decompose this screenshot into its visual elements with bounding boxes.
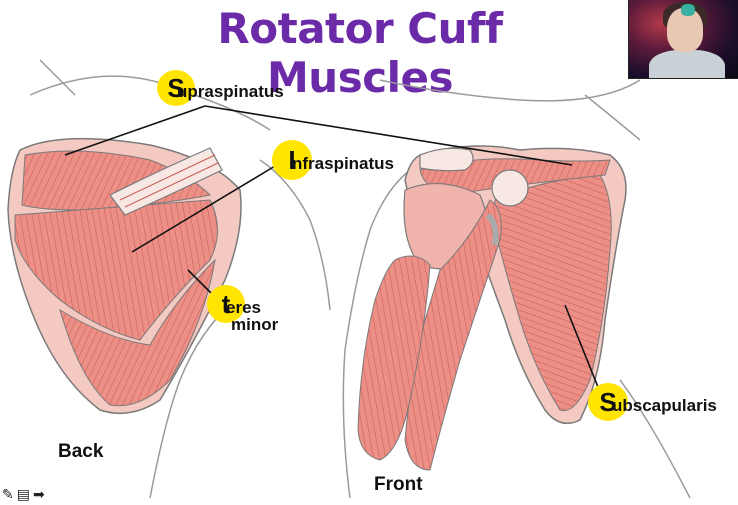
label-infraspinatus: Infraspinatus [272, 140, 394, 180]
label-text-line2: minor [231, 315, 278, 335]
caption-front: Front [374, 474, 423, 496]
next-slide-icon[interactable]: ➡ [33, 486, 45, 502]
label-subscapularis: Subscapularis [588, 383, 717, 421]
label-teres-minor: teres minor [207, 285, 278, 335]
caption-back: Back [58, 441, 103, 463]
presenter-webcam [628, 0, 738, 79]
presenter-hair-streak [681, 4, 695, 16]
label-text: upraspinatus [177, 82, 284, 101]
label-text: ubscapularis [612, 396, 717, 415]
label-text: nfraspinatus [292, 154, 394, 173]
front-shoulder [358, 146, 626, 470]
slides-menu-icon[interactable]: ▤ [17, 486, 30, 502]
back-scapula [8, 139, 241, 414]
pen-icon[interactable]: ✎ [2, 486, 14, 502]
label-supraspinatus: Supraspinatus [157, 70, 284, 106]
slideshow-toolbar: ✎ ▤ ➡ [2, 485, 45, 503]
presenter-shoulders [649, 50, 725, 79]
